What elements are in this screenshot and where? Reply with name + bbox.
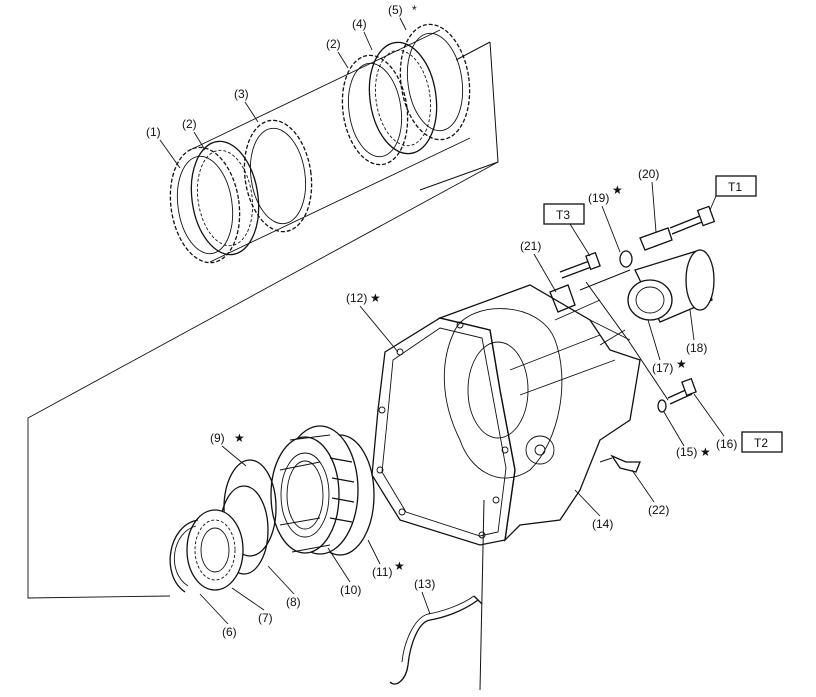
label-part-15: (15)	[676, 445, 697, 459]
label-part-12: (12)	[346, 291, 367, 305]
clutch-plate-group: (1) (2) (3) (2) (4) (5) *	[27, 3, 499, 599]
transfer-case-housing: (12) ★ (14)	[346, 284, 641, 546]
assembly-guide-line	[27, 161, 499, 599]
star-mark-12: ★	[370, 291, 381, 305]
label-part-21: (21)	[520, 239, 541, 253]
drive-plate-3	[243, 119, 313, 233]
label-part-18: (18)	[686, 341, 707, 355]
label-part-5: (5)	[388, 3, 403, 17]
snap-ring-6	[169, 519, 199, 593]
star-mark-9: ★	[234, 431, 245, 445]
svg-text:T1: T1	[728, 180, 742, 194]
drive-plate-4	[368, 41, 438, 155]
washer-15	[657, 399, 667, 413]
torque-box-t2: T2	[741, 431, 783, 453]
fasteners-group: (20) (19) ★ (21) (15) ★ (16)	[520, 167, 737, 459]
label-part-10: (10)	[340, 583, 361, 597]
label-part-2: (2)	[182, 117, 197, 131]
label-part-11: (11)	[372, 565, 392, 579]
label-part-17: (17)	[652, 361, 673, 375]
oil-pipe-13: (13)	[389, 499, 485, 691]
label-part-4: (4)	[352, 17, 367, 31]
svg-text:T3: T3	[556, 208, 570, 222]
bearing-7	[186, 509, 244, 591]
label-part-20: (20)	[638, 167, 659, 181]
housing-body-14	[437, 284, 641, 542]
housing-bolt-holes	[376, 321, 509, 539]
piston-drum-group: (9) ★ (10) (11) ★ (8) (7) (6)	[169, 425, 405, 639]
oil-seal-17	[627, 279, 673, 321]
label-part-1: (1)	[146, 125, 161, 139]
washer-19	[619, 250, 633, 268]
label-part-2b: (2)	[326, 37, 341, 51]
driven-plate-2	[190, 140, 260, 256]
driven-plate-2b	[341, 54, 409, 166]
asterisk-mark: *	[412, 3, 417, 17]
star-mark-17: ★	[676, 357, 687, 371]
torque-box-t3: T3	[543, 203, 591, 257]
star-mark-19: ★	[612, 183, 623, 197]
label-part-7: (7)	[258, 611, 273, 625]
clip-22: (22)	[599, 454, 669, 517]
star-mark-11: ★	[394, 559, 405, 573]
label-part-9: (9)	[210, 431, 225, 445]
torque-box-t1: T1	[709, 175, 757, 211]
svg-text:T2: T2	[754, 436, 768, 450]
label-part-8: (8)	[286, 595, 301, 609]
label-part-14: (14)	[592, 517, 613, 531]
star-mark-15: ★	[700, 445, 711, 459]
rear-guide-lines	[579, 269, 669, 401]
plate-axis-lines	[189, 29, 471, 263]
snap-ring-9	[223, 459, 277, 557]
label-part-22: (22)	[648, 503, 669, 517]
clutch-drum-10	[270, 425, 359, 555]
label-part-16: (16)	[716, 437, 737, 451]
label-part-19: (19)	[588, 191, 609, 205]
label-part-6: (6)	[222, 625, 237, 639]
label-part-3: (3)	[234, 87, 249, 101]
label-part-13: (13)	[414, 577, 435, 591]
rear-extension-group: (17) ★ (18)	[579, 249, 715, 401]
pipe-guide-line	[479, 499, 485, 691]
pin-20	[639, 227, 673, 251]
bolt-21	[559, 259, 595, 279]
